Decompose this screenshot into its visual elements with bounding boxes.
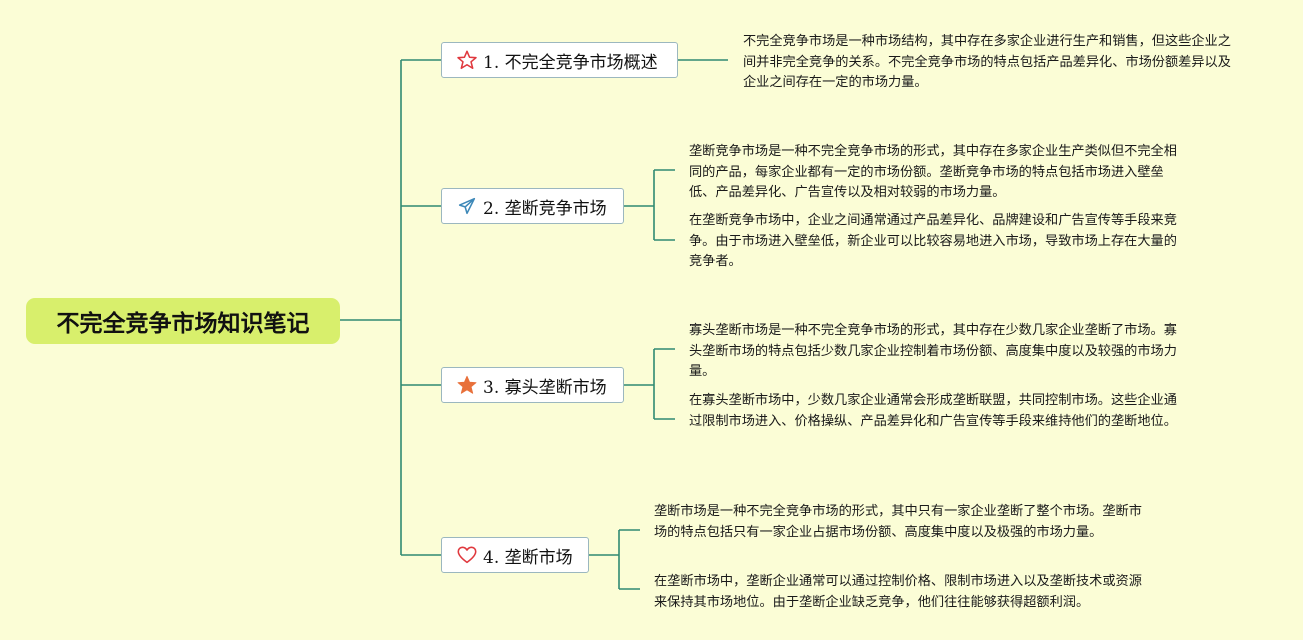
branch-topic-monopolistic-competition[interactable]: 2. 垄断竞争市场: [441, 188, 624, 224]
heart-outline-icon: [455, 543, 479, 567]
root-topic[interactable]: 不完全竞争市场知识笔记: [26, 298, 340, 344]
note-oligopoly-definition: 寡头垄断市场是一种不完全竞争市场的形式，其中存在少数几家企业垄断了市场。寡头垄断…: [689, 323, 1177, 379]
branch-label: 4. 垄断市场: [483, 547, 573, 568]
star-filled-icon: [455, 373, 479, 397]
star-outline-icon: [455, 48, 479, 72]
note-oligopoly-detail: 在寡头垄断市场中，少数几家企业通常会形成垄断联盟，共同控制市场。这些企业通过限制…: [689, 393, 1177, 429]
note-overview: 不完全竞争市场是一种市场结构，其中存在多家企业进行生产和销售，但这些企业之间并非…: [743, 34, 1231, 90]
paper-plane-icon: [455, 194, 479, 218]
branch-label: 2. 垄断竞争市场: [483, 198, 607, 219]
note-monopolistic-competition-detail: 在垄断竞争市场中，企业之间通常通过产品差异化、品牌建设和广告宣传等手段来竞争。由…: [689, 213, 1177, 269]
note-monopolistic-competition-definition: 垄断竞争市场是一种不完全竞争市场的形式，其中存在多家企业生产类似但不完全相同的产…: [689, 144, 1177, 200]
branch-topic-overview[interactable]: 1. 不完全竞争市场概述: [441, 42, 678, 78]
branch-label: 1. 不完全竞争市场概述: [483, 52, 658, 73]
branch-topic-monopoly[interactable]: 4. 垄断市场: [441, 537, 589, 573]
note-monopoly-detail: 在垄断市场中，垄断企业通常可以通过控制价格、限制市场进入以及垄断技术或资源来保持…: [654, 574, 1142, 610]
root-title: 不完全竞争市场知识笔记: [56, 311, 310, 337]
note-monopoly-definition: 垄断市场是一种不完全竞争市场的形式，其中只有一家企业垄断了整个市场。垄断市场的特…: [654, 504, 1142, 540]
branch-topic-oligopoly[interactable]: 3. 寡头垄断市场: [441, 367, 624, 403]
branch-label: 3. 寡头垄断市场: [483, 377, 607, 398]
